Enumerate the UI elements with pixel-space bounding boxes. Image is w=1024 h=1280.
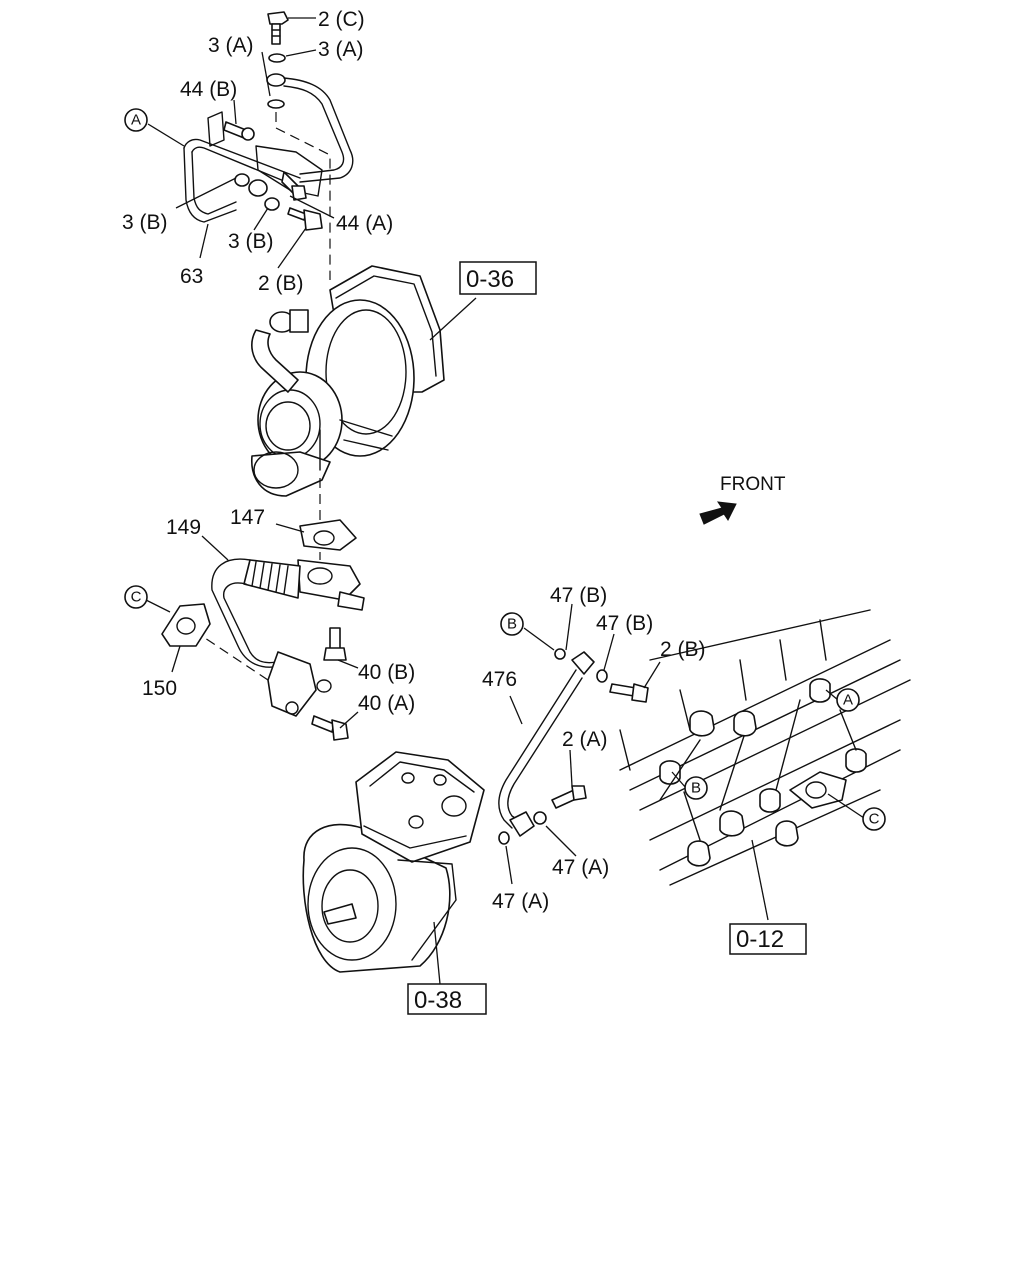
label-pipe-63: 63 <box>180 265 203 288</box>
oil-return-pipe-assembly <box>161 478 365 741</box>
callout-b-left-circle <box>500 612 524 636</box>
callout-c-block-circle <box>862 807 886 831</box>
gasket-147 <box>299 519 357 551</box>
front-indicator: FRONT <box>699 474 786 525</box>
callout-c-left-circle <box>124 585 148 609</box>
ref-box-turbocharger <box>459 261 537 295</box>
label-bolt-44a: 44 (A) <box>336 212 393 235</box>
label-washer-47b-left: 47 (B) <box>550 584 607 607</box>
bolt-2b-upper <box>287 207 323 231</box>
turbocharger <box>251 265 477 497</box>
label-bolt-2c: 2 (C) <box>318 8 365 31</box>
bolt-40a <box>311 715 349 741</box>
callout-b-block: B <box>691 780 701 797</box>
bolt-2c <box>267 11 289 45</box>
label-washer-3b-left: 3 (B) <box>122 211 168 234</box>
label-washer-47a-right: 47 (A) <box>552 856 609 879</box>
label-bolt-2a: 2 (A) <box>562 728 608 751</box>
ref-box-cylinder-block <box>729 923 807 955</box>
label-pipe-476: 476 <box>482 668 517 691</box>
reference-boxes: 0-36 0-38 0-12 <box>407 261 807 1015</box>
label-bolt-40b: 40 (B) <box>358 661 415 684</box>
callout-a-block-circle <box>836 688 860 712</box>
label-bolt-2b-upper: 2 (B) <box>258 272 304 295</box>
cylinder-block <box>619 609 911 921</box>
air-compressor <box>302 751 485 985</box>
bolt-40b <box>323 627 347 661</box>
label-pipe-149: 149 <box>166 516 201 539</box>
callout-c-block: C <box>869 811 880 828</box>
front-arrow-icon <box>699 501 737 525</box>
washer-3b-lower <box>264 197 280 211</box>
washer-3a-top <box>268 53 286 63</box>
label-bolt-40a: 40 (A) <box>358 692 415 715</box>
ref-box-air-compressor <box>407 983 487 1015</box>
callout-a-block: A <box>843 692 853 709</box>
label-bolt-44b: 44 (B) <box>180 78 237 101</box>
label-washer-47a-lower: 47 (A) <box>492 890 549 913</box>
label-bolt-2b-lower: 2 (B) <box>660 638 706 661</box>
label-washer-3a-left: 3 (A) <box>208 34 254 57</box>
pipe-eye-upper <box>266 73 286 87</box>
callout-a-top: A <box>131 112 141 129</box>
bolt-2a <box>551 785 587 809</box>
callout-c-left: C <box>131 589 142 606</box>
washer-3b-left <box>234 173 250 187</box>
callout-a-top-circle <box>124 108 148 132</box>
washer-47a-lower <box>498 831 510 845</box>
pipe-476-assembly <box>498 648 649 845</box>
label-gasket-147: 147 <box>230 506 265 529</box>
front-label: FRONT <box>720 474 786 495</box>
washer-47a-right <box>533 811 547 825</box>
label-washer-47b-right: 47 (B) <box>596 612 653 635</box>
callout-b-block-circle <box>684 776 708 800</box>
washer-47b-right <box>596 669 608 683</box>
bolt-44b <box>223 121 255 141</box>
washer-47b-left <box>554 648 566 660</box>
ref-turbocharger: 0-36 <box>466 266 514 293</box>
label-gasket-150: 150 <box>142 677 177 700</box>
part-labels: 2 (C) 3 (A) 3 (A) 44 (B) 3 (B) 3 (B) 44 … <box>122 8 706 913</box>
gasket-150 <box>161 603 211 647</box>
label-washer-3b-lower: 3 (B) <box>228 230 274 253</box>
ref-air-compressor: 0-38 <box>414 987 462 1014</box>
callout-b-left: B <box>507 616 517 633</box>
washer-3a-bottom <box>267 99 285 109</box>
pipe-eye-lower <box>248 179 268 197</box>
leader-lines <box>145 17 865 885</box>
label-washer-3a-right: 3 (A) <box>318 38 364 61</box>
bolt-44a <box>281 171 307 201</box>
callouts: A C B A B C <box>124 108 886 831</box>
bolt-2b-lower <box>609 683 649 703</box>
ref-cylinder-block: 0-12 <box>736 926 784 953</box>
